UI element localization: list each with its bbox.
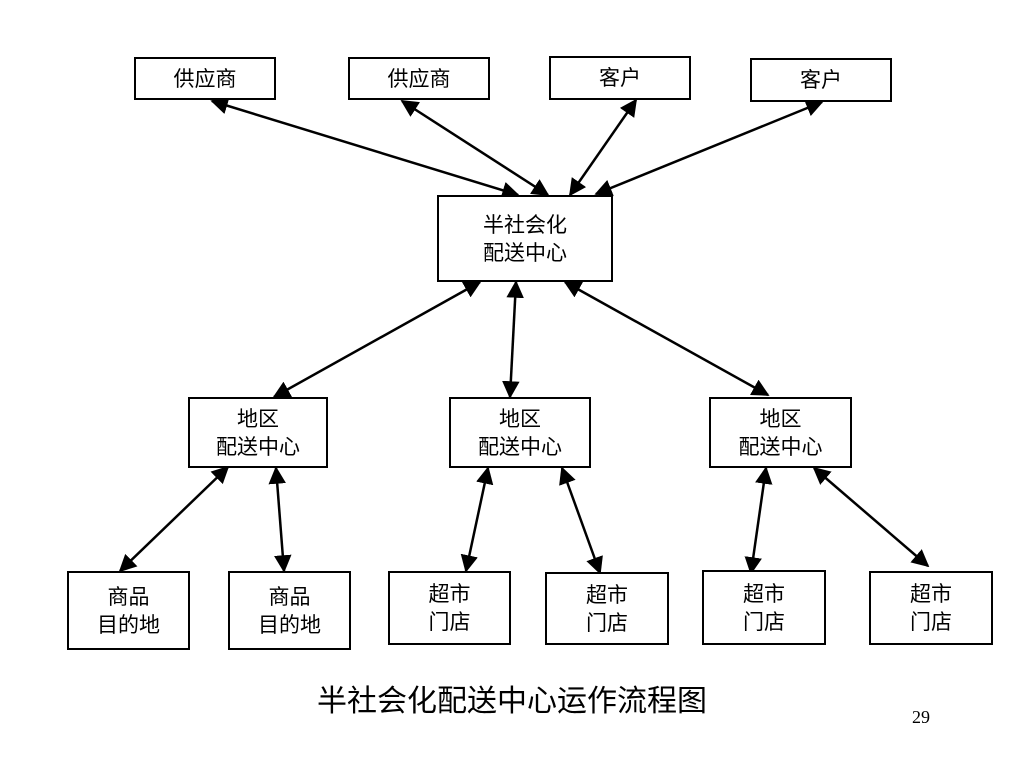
node-label: 供应商 — [387, 66, 451, 91]
node-label-line-1: 超市 — [586, 582, 628, 607]
node-label-line-1: 超市 — [428, 582, 471, 606]
node-label-line-1: 商品 — [268, 584, 311, 609]
connector-center-regional_3 — [563, 280, 770, 397]
supermarket-store-node-3: 超市 门店 — [702, 570, 826, 645]
node-label: 客户 — [599, 66, 641, 90]
node-label: 供应商 — [173, 66, 237, 91]
connector-supplier_1-center — [210, 97, 520, 199]
node-label-line-2: 门店 — [910, 610, 952, 634]
node-label-line-2: 门店 — [743, 609, 785, 634]
node-label-line-2: 门店 — [586, 610, 628, 635]
connector-regional_1-origin_2 — [268, 466, 292, 573]
supplier-node-1: 供应商 — [134, 57, 276, 100]
connector-center-regional_2 — [502, 280, 524, 399]
customer-node-1: 客户 — [549, 56, 691, 100]
supermarket-store-node-4: 超市 门店 — [869, 571, 993, 645]
supplier-node-2: 供应商 — [348, 57, 490, 100]
goods-origin-node-1: 商品 目的地 — [67, 571, 190, 650]
connector-regional_3-store_3 — [744, 466, 773, 575]
node-label-line-2: 配送中心 — [483, 240, 567, 265]
goods-origin-node-2: 商品 目的地 — [228, 571, 351, 650]
node-label-line-1: 地区 — [759, 406, 802, 431]
connector-regional_3-store_4 — [812, 466, 930, 568]
regional-distribution-center-node-2: 地区 配送中心 — [449, 397, 591, 468]
node-label-line-2: 配送中心 — [738, 434, 823, 459]
node-label-line-2: 目的地 — [258, 612, 321, 637]
connector-customer_2-center — [594, 99, 824, 197]
supermarket-store-node-1: 超市 门店 — [388, 571, 511, 645]
regional-distribution-center-node-1: 地区 配送中心 — [188, 397, 328, 468]
supermarket-store-node-2: 超市 门店 — [545, 572, 669, 645]
central-distribution-center-node: 半社会化 配送中心 — [437, 195, 613, 282]
node-label-line-2: 门店 — [428, 610, 471, 634]
diagram-caption: 半社会化配送中心运作流程图 — [317, 684, 707, 719]
node-label-line-1: 半社会化 — [483, 212, 567, 237]
connector-regional_1-origin_1 — [118, 465, 230, 573]
node-label-line-1: 商品 — [107, 584, 150, 609]
node-label-line-1: 地区 — [237, 406, 279, 431]
regional-distribution-center-node-3: 地区 配送中心 — [709, 397, 852, 468]
node-label-line-1: 超市 — [910, 582, 952, 606]
connector-regional_2-store_2 — [559, 466, 603, 575]
page-number: 29 — [912, 707, 930, 727]
node-label-line-1: 地区 — [499, 406, 541, 431]
customer-node-2: 客户 — [750, 58, 892, 102]
connector-supplier_2-center — [400, 99, 550, 197]
connector-regional_2-store_1 — [460, 466, 494, 573]
connector-center-regional_1 — [272, 280, 482, 399]
node-label-line-1: 超市 — [743, 581, 785, 606]
node-label-line-2: 配送中心 — [478, 434, 562, 459]
node-label: 客户 — [800, 68, 842, 92]
node-label-line-2: 配送中心 — [216, 434, 300, 459]
node-label-line-2: 目的地 — [97, 612, 160, 637]
